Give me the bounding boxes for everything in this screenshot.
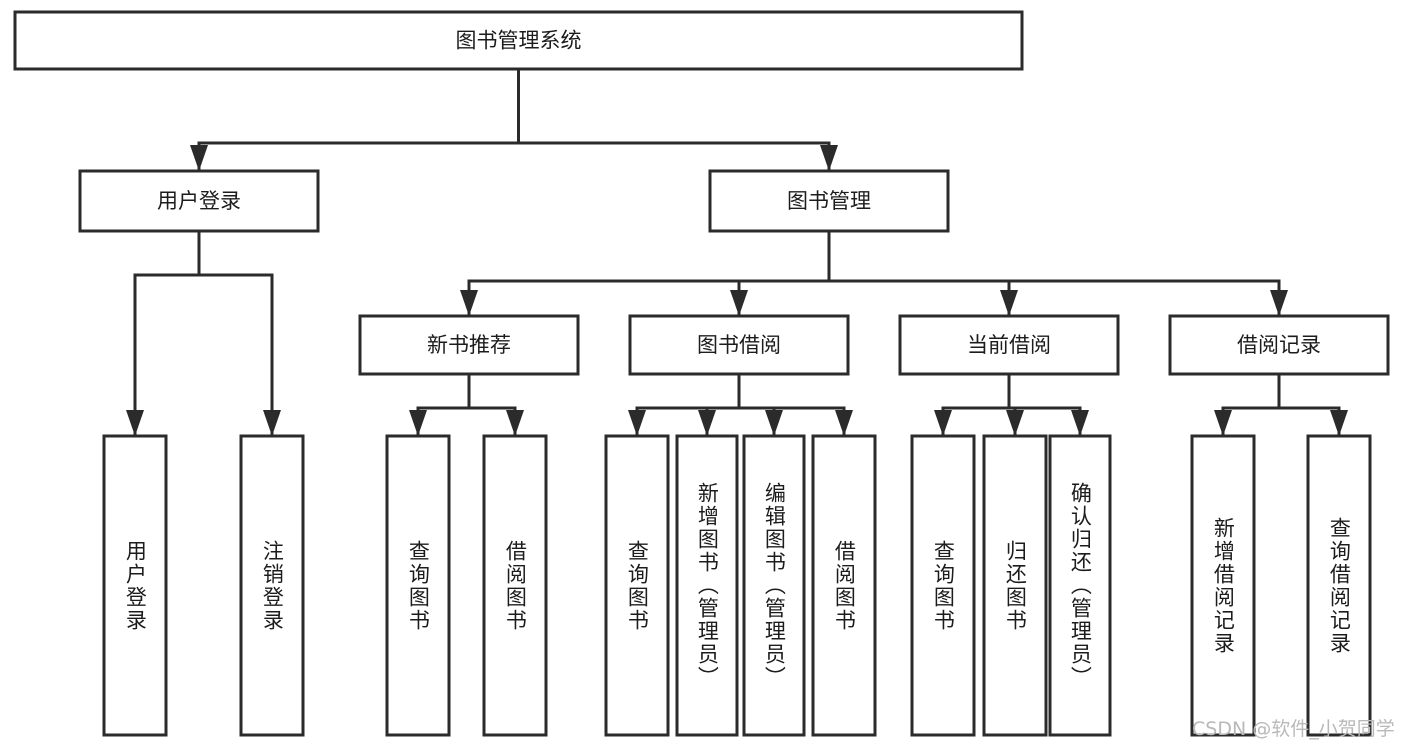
node-leaf-borrow-book-2[interactable] — [811, 434, 877, 737]
arrow-head-icon — [190, 145, 208, 171]
node-label-current-borrow: 当前借阅 — [967, 333, 1051, 357]
node-leaf-user-login[interactable] — [102, 434, 168, 737]
arrow-head-icon — [1000, 290, 1018, 316]
node-box-new-book-recommend[interactable] — [358, 314, 580, 376]
node-label-leaf-edit-book-admin: 编辑图书（管理员） — [762, 482, 787, 689]
node-label-root: 图书管理系统 — [456, 29, 582, 53]
edge-group-book-manage — [460, 229, 1288, 318]
node-box-current-borrow[interactable] — [898, 314, 1120, 376]
node-box-leaf-add-borrow-record[interactable] — [1190, 434, 1256, 737]
node-label-book-borrow: 图书借阅 — [697, 333, 781, 357]
arrow-head-icon — [1270, 290, 1288, 316]
arrow-head-icon — [765, 410, 783, 436]
arrow-head-icon — [1214, 410, 1232, 436]
arrow-head-icon — [409, 410, 427, 436]
node-label-leaf-query-borrow-record: 查询借阅记录 — [1327, 516, 1352, 655]
arrow-head-icon — [1006, 410, 1024, 436]
node-book-borrow[interactable] — [628, 314, 850, 376]
arrow-head-icon — [1071, 410, 1089, 436]
node-leaf-logout-login[interactable] — [239, 434, 305, 737]
node-leaf-query-book-3[interactable] — [910, 434, 976, 737]
node-leaf-return-book[interactable] — [982, 434, 1048, 737]
node-box-leaf-query-book-2[interactable] — [604, 434, 670, 737]
edge-group-borrow-record — [1214, 372, 1348, 438]
node-borrow-record[interactable] — [1168, 314, 1390, 376]
arrow-head-icon — [506, 410, 524, 436]
node-label-leaf-return-book: 归还图书 — [1003, 539, 1028, 632]
arrow-head-icon — [628, 410, 646, 436]
node-root[interactable] — [13, 10, 1024, 71]
node-label-leaf-borrow-book-2: 借阅图书 — [832, 539, 857, 632]
node-box-user-login[interactable] — [78, 169, 320, 233]
arrow-head-icon — [126, 410, 144, 436]
node-leaf-confirm-return-admin[interactable] — [1048, 434, 1112, 737]
node-box-root[interactable] — [13, 10, 1024, 71]
node-leaf-query-book-2[interactable] — [604, 434, 670, 737]
node-box-book-manage[interactable] — [708, 169, 950, 233]
node-label-book-manage: 图书管理 — [787, 189, 871, 213]
arrow-head-icon — [820, 145, 838, 171]
node-label-new-book-recommend: 新书推荐 — [427, 333, 511, 357]
node-box-borrow-record[interactable] — [1168, 314, 1390, 376]
node-box-leaf-user-login[interactable] — [102, 434, 168, 737]
edge-group-user-login — [126, 229, 281, 438]
arrow-head-icon — [835, 410, 853, 436]
node-label-leaf-confirm-return-admin: 确认归还（管理员） — [1068, 482, 1093, 689]
node-label-leaf-add-book-admin: 新增图书（管理员） — [695, 482, 720, 689]
arrow-head-icon — [934, 410, 952, 436]
node-current-borrow[interactable] — [898, 314, 1120, 376]
arrow-head-icon — [698, 410, 716, 436]
csdn-watermark: CSDN @软件_小贺同学 — [1192, 718, 1395, 740]
node-box-leaf-query-book-3[interactable] — [910, 434, 976, 737]
node-box-book-borrow[interactable] — [628, 314, 850, 376]
node-box-leaf-query-borrow-record[interactable] — [1306, 434, 1372, 737]
node-box-leaf-add-book-admin[interactable] — [675, 434, 739, 737]
arrow-head-icon — [263, 410, 281, 436]
arrow-head-icon — [1330, 410, 1348, 436]
edge-group-new-book-recommend — [409, 372, 524, 438]
arrow-head-icon — [460, 290, 478, 316]
node-leaf-add-borrow-record[interactable] — [1190, 434, 1256, 737]
node-label-leaf-query-book-3: 查询图书 — [931, 539, 956, 632]
node-box-leaf-return-book[interactable] — [982, 434, 1048, 737]
node-box-layer — [13, 10, 1390, 737]
edge-group-current-borrow — [934, 372, 1089, 438]
node-user-login[interactable] — [78, 169, 320, 233]
node-label-leaf-query-book-1: 查询图书 — [406, 539, 431, 632]
node-book-manage[interactable] — [708, 169, 950, 233]
node-label-leaf-query-book-2: 查询图书 — [625, 539, 650, 632]
node-box-leaf-confirm-return-admin[interactable] — [1048, 434, 1112, 737]
node-label-borrow-record: 借阅记录 — [1237, 333, 1321, 357]
node-leaf-query-book-1[interactable] — [385, 434, 451, 737]
node-leaf-edit-book-admin[interactable] — [742, 434, 806, 737]
node-new-book-recommend[interactable] — [358, 314, 580, 376]
node-leaf-add-book-admin[interactable] — [675, 434, 739, 737]
edge-group-book-borrow — [628, 372, 853, 438]
node-label-user-login: 用户登录 — [157, 189, 241, 213]
node-box-leaf-logout-login[interactable] — [239, 434, 305, 737]
node-label-leaf-logout-login: 注销登录 — [260, 539, 285, 632]
node-label-leaf-borrow-book-1: 借阅图书 — [503, 539, 528, 632]
node-leaf-borrow-book-1[interactable] — [482, 434, 548, 737]
node-box-leaf-edit-book-admin[interactable] — [742, 434, 806, 737]
node-label-leaf-user-login: 用户登录 — [123, 539, 148, 632]
node-box-leaf-query-book-1[interactable] — [385, 434, 451, 737]
connector-layer — [126, 67, 1348, 438]
arrow-head-icon — [730, 290, 748, 316]
node-box-leaf-borrow-book-2[interactable] — [811, 434, 877, 737]
node-box-leaf-borrow-book-1[interactable] — [482, 434, 548, 737]
edge-group-root — [190, 67, 838, 173]
node-label-leaf-add-borrow-record: 新增借阅记录 — [1211, 516, 1236, 655]
node-leaf-query-borrow-record[interactable] — [1306, 434, 1372, 737]
